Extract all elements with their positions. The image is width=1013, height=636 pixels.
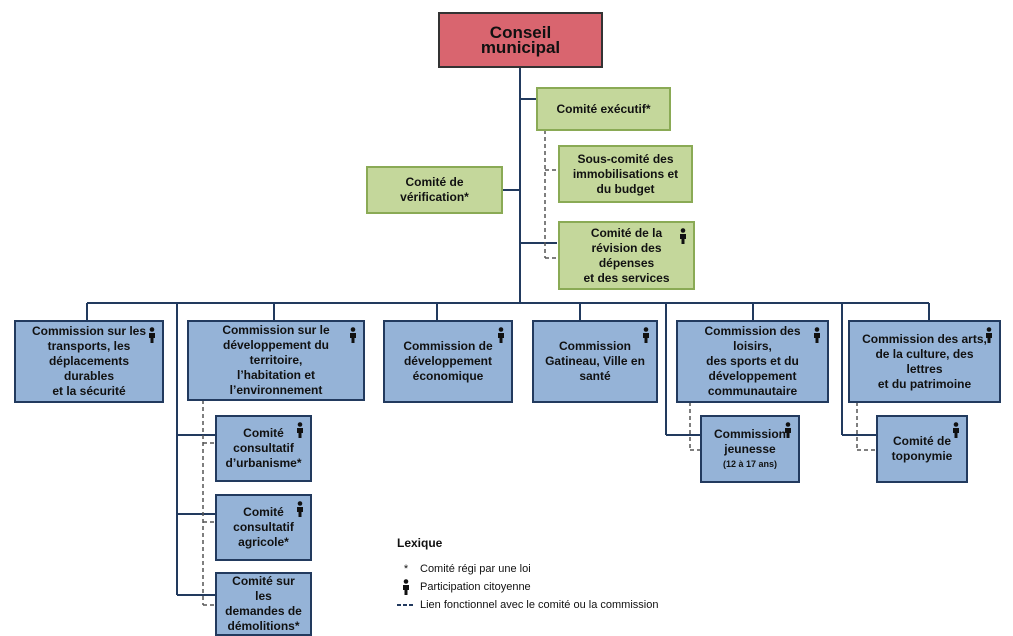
citizen-participation-icon <box>498 327 504 343</box>
legend: Lexique * Comité régi par une loi Partic… <box>397 536 697 614</box>
legend-title: Lexique <box>397 536 443 550</box>
legend-item-law: * Comité régi par une loi <box>397 560 697 578</box>
citizen-participation-icon <box>643 327 649 343</box>
legend-item-functional-link: Lien fonctionnel avec le comité ou la co… <box>397 596 697 614</box>
dashed-line-icon <box>397 596 415 620</box>
citizen-participation-icon <box>297 422 303 438</box>
executive-committee-box: Comité exécutif* <box>536 87 671 131</box>
citizen-participation-icon <box>149 327 155 343</box>
person-icon <box>397 578 415 601</box>
citizen-participation-icon <box>297 501 303 517</box>
council-label: Conseil municipal <box>480 23 561 57</box>
verification-committee-label: Comité de vérification* <box>400 175 469 204</box>
citizen-participation-icon <box>814 327 820 343</box>
citizen-participation-icon <box>953 422 959 438</box>
executive-committee-label: Comité exécutif* <box>556 101 651 116</box>
commission-arts: Commission des arts,de la culture, des l… <box>848 320 1001 403</box>
citizen-participation-icon <box>680 228 686 244</box>
citizen-participation-icon <box>986 327 992 343</box>
council-box: Conseil municipal <box>438 12 603 68</box>
citizen-participation-icon <box>785 422 791 438</box>
verification-committee-box: Comité de vérification* <box>366 166 503 214</box>
legend-item-citizen: Participation citoyenne <box>397 578 697 596</box>
asterisk-symbol: * <box>403 563 409 575</box>
citizen-participation-icon <box>350 327 356 343</box>
